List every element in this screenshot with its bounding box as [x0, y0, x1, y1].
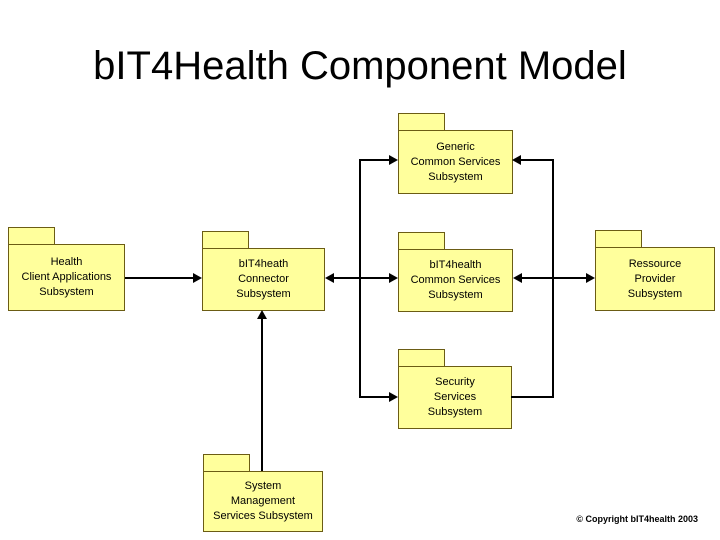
package-label: bIT4heath Connector Subsystem	[202, 248, 325, 311]
arrowhead-into-connector-left	[193, 273, 202, 283]
right-trunk-top-segment	[521, 159, 552, 161]
slide-title: bIT4Health Component Model	[93, 44, 627, 88]
package-label: Health Client Applications Subsystem	[8, 244, 125, 311]
arrowhead-into-generic-right	[512, 155, 521, 165]
arrowhead-into-generic-left	[389, 155, 398, 165]
arrow-line-sysmgmt-to-connector	[261, 318, 263, 471]
package-label: System Management Services Subsystem	[203, 471, 323, 532]
package-tab	[202, 231, 249, 249]
arrowhead-into-ressource-left	[586, 273, 595, 283]
left-trunk-vertical-line	[359, 159, 361, 398]
left-trunk-top-segment	[359, 159, 390, 161]
package-label: Ressource Provider Subsystem	[595, 247, 715, 311]
package-tab	[398, 232, 445, 250]
arrowhead-into-commonservices-right	[513, 273, 522, 283]
arrow-line-healthclient-to-connector	[125, 277, 195, 279]
copyright-text: © Copyright bIT4health 2003	[576, 514, 698, 524]
right-trunk-vertical-line	[552, 159, 554, 398]
right-trunk-bottom-segment	[511, 396, 554, 398]
package-tab	[398, 349, 445, 367]
arrowhead-into-connector-bottom	[257, 310, 267, 319]
package-health-client-applications: Health Client Applications Subsystem	[8, 227, 125, 311]
package-system-management-services: System Management Services Subsystem	[203, 454, 323, 532]
package-security-services: Security Services Subsystem	[398, 349, 512, 429]
package-bit4heath-connector: bIT4heath Connector Subsystem	[202, 231, 325, 311]
package-tab	[595, 230, 642, 248]
package-generic-common-services: Generic Common Services Subsystem	[398, 113, 513, 194]
package-tab	[8, 227, 55, 245]
arrow-line-connector-commonservices	[330, 277, 392, 279]
package-tab	[398, 113, 445, 131]
left-trunk-bottom-segment	[359, 396, 390, 398]
package-ressource-provider: Ressource Provider Subsystem	[595, 230, 715, 311]
package-label: Generic Common Services Subsystem	[398, 130, 513, 194]
arrow-line-commonservices-ressource	[518, 277, 590, 279]
package-tab	[203, 454, 250, 472]
arrowhead-into-security-left	[389, 392, 398, 402]
arrowhead-into-connector-right	[325, 273, 334, 283]
arrowhead-into-commonservices-left	[389, 273, 398, 283]
package-label: bIT4health Common Services Subsystem	[398, 249, 513, 312]
package-bit4health-common-services: bIT4health Common Services Subsystem	[398, 232, 513, 312]
package-label: Security Services Subsystem	[398, 366, 512, 429]
